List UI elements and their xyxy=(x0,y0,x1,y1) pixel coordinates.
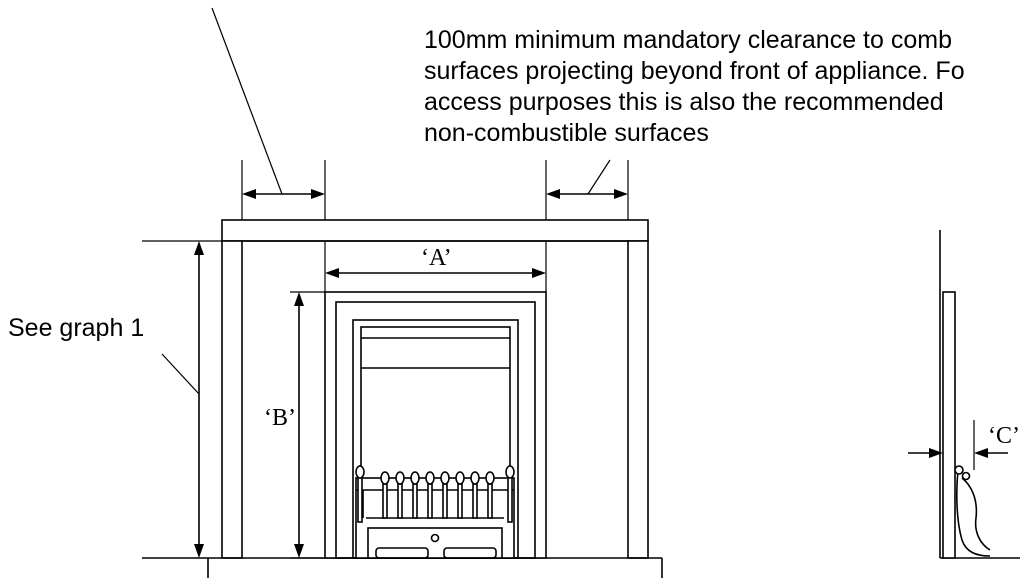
dimension-c-label: ‘C’ xyxy=(988,423,1020,449)
side-view: ‘C’ xyxy=(908,230,1020,559)
clearance-note-line-3: access purposes this is also the recomme… xyxy=(424,88,944,116)
mantel-shelf xyxy=(221,219,649,242)
left-clearance-dimension xyxy=(241,160,326,220)
ashpan xyxy=(367,527,503,559)
clearance-note-line-4: non-combustible surfaces xyxy=(424,119,709,147)
side-view-fuelbed-profile xyxy=(956,469,991,557)
dimension-b-label: ‘B’ xyxy=(264,405,296,431)
surround-height-dimension: See graph 1 xyxy=(8,240,222,558)
grate-finials xyxy=(355,464,515,523)
ashpan-knob xyxy=(430,533,440,543)
fuel-bed-grate xyxy=(355,464,515,559)
leader-line-right-clearance xyxy=(587,159,611,195)
dimension-a: ‘A’ xyxy=(324,241,546,292)
see-graph-label: See graph 1 xyxy=(8,314,144,342)
clearance-note-line-2: surfaces projecting beyond front of appl… xyxy=(424,57,965,85)
hearth xyxy=(142,557,663,578)
left-leg xyxy=(221,240,243,559)
clearance-note-line-1: 100mm minimum mandatory clearance to com… xyxy=(424,26,952,54)
side-view-frame xyxy=(942,291,956,559)
leader-line-left-clearance xyxy=(211,7,283,195)
dimension-a-label: ‘A’ xyxy=(421,245,452,271)
right-leg xyxy=(627,240,649,559)
dimension-b: ‘B’ xyxy=(264,291,325,559)
clearance-note: 100mm minimum mandatory clearance to com… xyxy=(424,26,965,147)
